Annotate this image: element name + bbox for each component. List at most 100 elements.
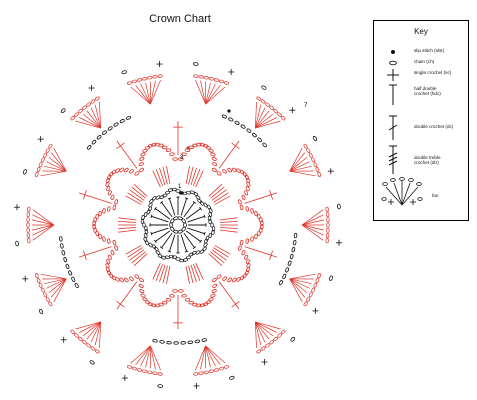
petal-chain xyxy=(239,239,244,246)
petal-stitch xyxy=(190,264,197,283)
fan-stitch xyxy=(44,278,67,285)
fan-chain xyxy=(303,143,308,149)
round-2-chain xyxy=(144,229,149,235)
fan-chain xyxy=(208,369,214,373)
fan-chain xyxy=(90,346,96,351)
petal-stitch xyxy=(129,189,145,201)
round-1-stitch xyxy=(185,208,201,220)
fan-chain xyxy=(94,349,100,354)
fan-chain xyxy=(326,217,330,223)
petal-chain xyxy=(257,230,261,237)
fan-stitch xyxy=(255,321,277,333)
edge-chain xyxy=(229,375,235,380)
petal-chain xyxy=(241,194,246,200)
round-2-chain xyxy=(208,208,213,213)
petal-chain xyxy=(250,208,254,214)
petal-chain xyxy=(172,289,178,293)
fan-chain xyxy=(260,346,266,351)
spoke-stitch xyxy=(244,246,278,258)
fan-stitch xyxy=(150,79,161,105)
center-ring xyxy=(140,187,216,263)
petal-chain xyxy=(95,213,99,220)
fan-chain xyxy=(325,238,329,244)
petal-chain xyxy=(196,303,202,308)
accent-chain xyxy=(252,132,257,138)
round-1-stitch xyxy=(168,234,176,252)
fan-stitch xyxy=(79,117,101,129)
key-row-double-treble-crochet: double treble crochet (dtr) xyxy=(374,145,468,175)
edge-chain xyxy=(89,360,95,365)
petal-chain xyxy=(105,181,110,187)
fan-stitch xyxy=(135,345,151,365)
petal-chain xyxy=(211,289,217,294)
fan-stitch xyxy=(90,321,102,343)
accent-chain xyxy=(173,341,179,345)
fan-chain xyxy=(219,79,225,84)
petal-chain xyxy=(165,148,172,152)
spoke-crossbar xyxy=(116,300,125,308)
petal-chain xyxy=(139,156,145,161)
petal-chain xyxy=(245,238,250,244)
accent-chain xyxy=(71,276,76,282)
petal-stitch xyxy=(118,221,137,223)
round-2-chain xyxy=(155,195,161,200)
edge-chain xyxy=(157,384,164,388)
round-1-stitch-top xyxy=(154,206,157,211)
fan-stitch xyxy=(32,209,55,226)
fan-chain xyxy=(40,157,45,163)
petal-chain xyxy=(212,283,218,288)
petal-chain xyxy=(144,145,151,150)
accent-chain xyxy=(166,340,172,345)
petal-chain xyxy=(112,204,117,211)
petal-chain xyxy=(124,167,129,173)
round-1-stitch-top xyxy=(192,201,197,204)
edge-chain xyxy=(329,275,333,281)
double-treble-crochet-icon xyxy=(388,145,398,174)
petal-chain xyxy=(112,239,117,246)
fan-stitch xyxy=(254,321,257,349)
fan-stitch xyxy=(53,148,67,172)
round-1-stitch-top xyxy=(150,231,153,236)
fan-chain xyxy=(43,292,48,298)
petal-stitch xyxy=(208,183,223,197)
fan-stitch xyxy=(32,224,55,241)
accent-chain xyxy=(74,283,79,288)
fan-stitch xyxy=(99,101,102,129)
round-2-chain xyxy=(144,225,148,231)
petal-chain xyxy=(212,162,218,167)
fan-chain xyxy=(265,102,270,107)
accent-chain xyxy=(287,260,292,266)
fan-chain xyxy=(326,222,330,228)
petal-chain xyxy=(232,277,237,283)
round-number-3: 3 xyxy=(180,155,184,161)
fan-stitch xyxy=(289,278,308,294)
petal-chain xyxy=(239,275,245,281)
round-2-chain xyxy=(207,204,211,210)
fan-chain xyxy=(224,81,229,85)
fan-stitch xyxy=(255,321,270,340)
fan-stitch xyxy=(94,104,102,129)
petal-stitch xyxy=(208,253,223,267)
key-label-double-treble-crochet: double treble crochet (dtr) xyxy=(414,155,441,166)
key-label-slip-stitch: slip stitch (slst) xyxy=(414,48,445,53)
accent-chain xyxy=(289,253,294,260)
petal-chain xyxy=(210,152,216,157)
accent-chain xyxy=(187,340,193,345)
edge-chain xyxy=(337,203,341,210)
round-1-stitch xyxy=(180,198,188,216)
petal-chain xyxy=(210,293,216,298)
petal-chain xyxy=(107,190,112,196)
round-2-chain xyxy=(168,254,174,259)
petal-chain xyxy=(178,289,184,293)
round-2-chain xyxy=(157,254,163,258)
fan-stitch xyxy=(254,321,266,343)
round-1-stitch xyxy=(187,215,205,223)
edge-chain xyxy=(60,108,66,114)
fan-chain xyxy=(157,74,163,78)
spoke-stitch xyxy=(116,140,138,169)
fan-chain xyxy=(74,333,79,338)
petal-chain xyxy=(129,276,134,281)
round-2-chain xyxy=(143,237,148,242)
fan-chain xyxy=(256,96,262,101)
petal-chain xyxy=(151,303,157,308)
